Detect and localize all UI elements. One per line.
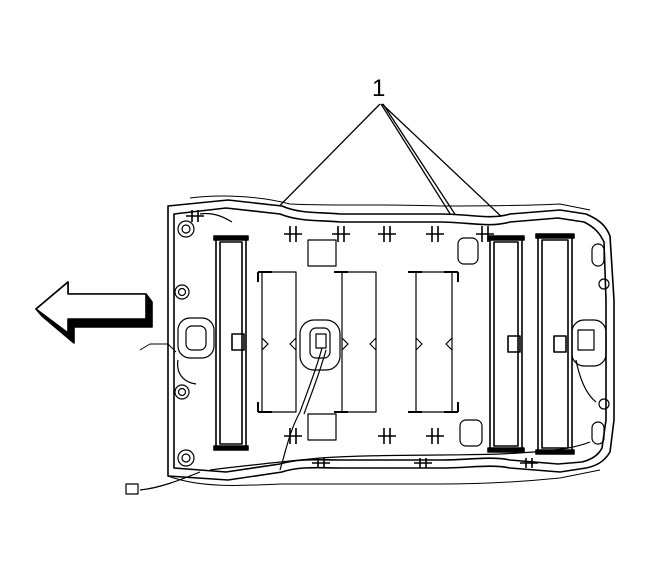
direction-arrow-icon xyxy=(35,281,153,344)
callout-number-1: 1 xyxy=(372,75,385,102)
fastener-marks xyxy=(186,210,538,468)
clip-marks xyxy=(261,337,453,351)
absorber-pad-rear xyxy=(535,233,575,455)
absorber-pad-middle xyxy=(487,235,525,453)
inner-panels xyxy=(257,271,459,413)
wiring-harness xyxy=(125,212,597,495)
front-lamp-opening xyxy=(139,317,215,359)
mounting-holes xyxy=(174,220,610,467)
absorber-pad-front xyxy=(213,235,249,451)
small-openings xyxy=(307,237,483,447)
